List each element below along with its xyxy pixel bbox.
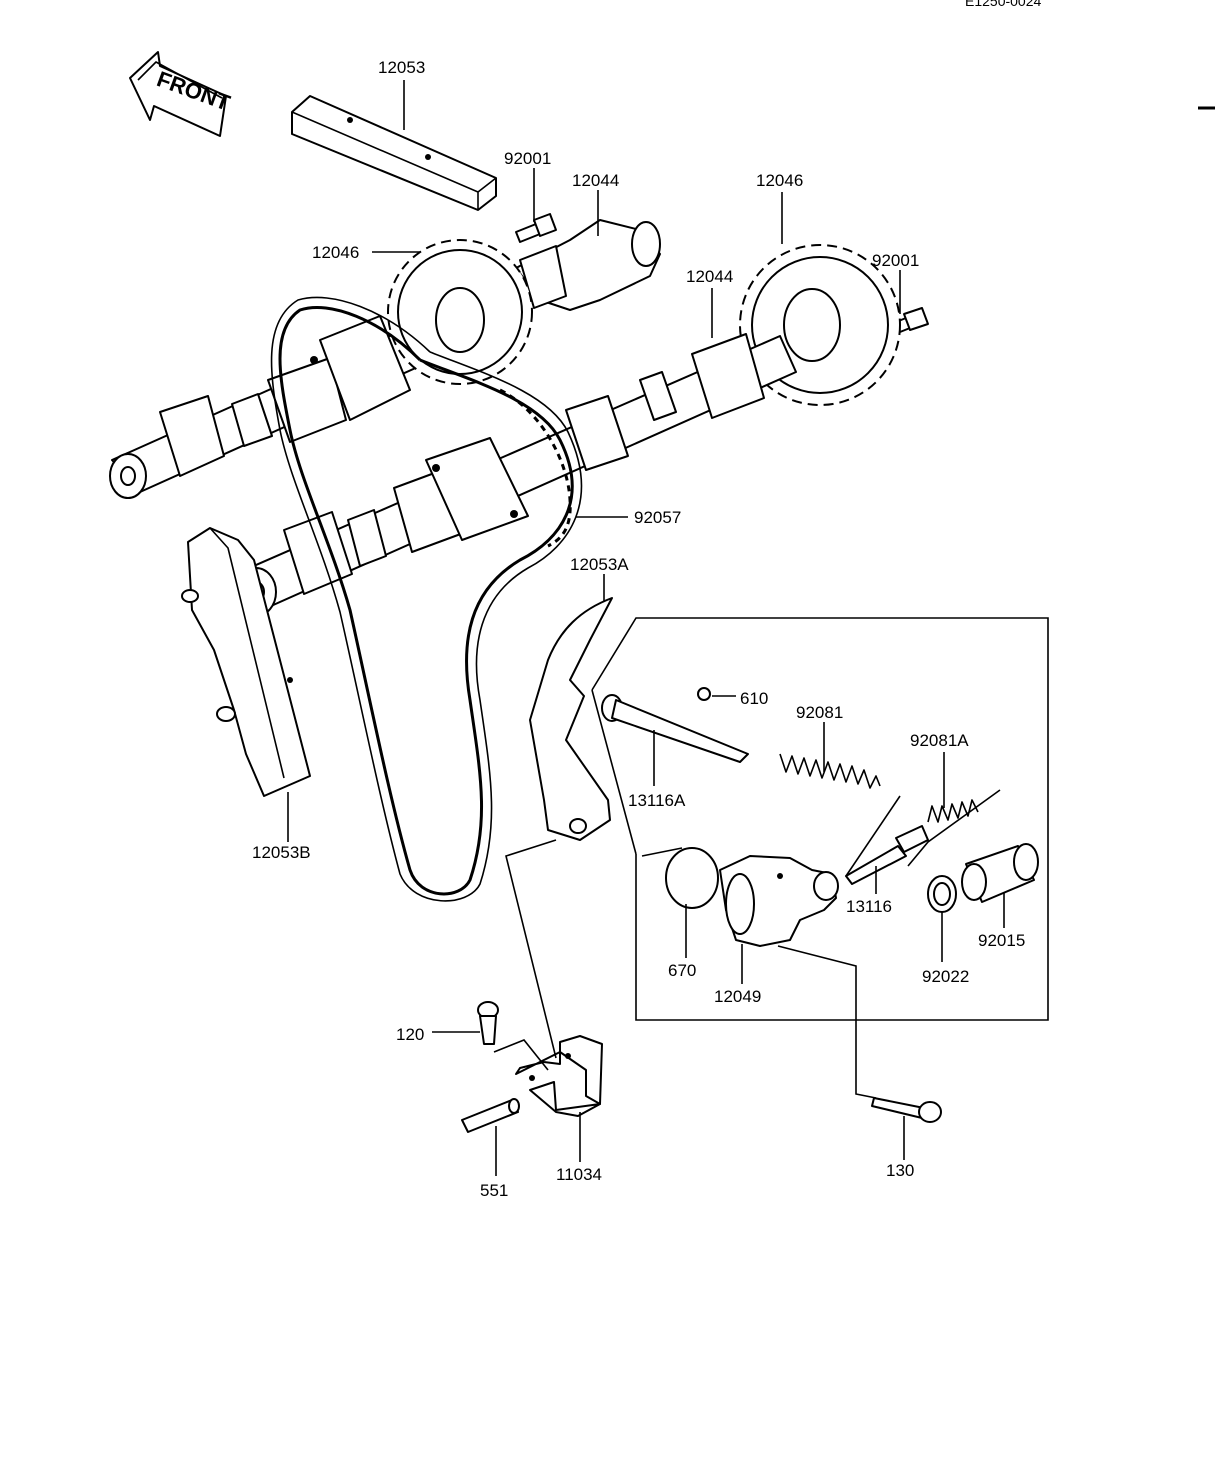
label-12046-right: 12046 (756, 171, 803, 190)
label-92081A: 92081A (910, 731, 969, 750)
leader-lines (287, 80, 1005, 1176)
label-12044-upper: 12044 (572, 171, 619, 190)
o-ring (665, 847, 719, 909)
label-92022: 92022 (922, 967, 969, 986)
label-12049: 12049 (714, 987, 761, 1006)
tensioner-assembly-outline (591, 617, 1049, 1021)
document-id: E1250-0024 (965, 0, 1042, 9)
check-ball (697, 687, 711, 701)
cam-sprocket-left (387, 239, 533, 385)
tensioner-assembly-outline-edge (591, 689, 637, 855)
washer (927, 875, 957, 913)
tensioner-body (719, 855, 839, 947)
label-92001-right: 92001 (872, 251, 919, 270)
tensioner-spring (779, 753, 881, 789)
label-92081: 92081 (796, 703, 843, 722)
label-12046-left: 12046 (312, 243, 359, 262)
front-arrow-icon: FRONT (129, 51, 234, 137)
label-11034: 11034 (556, 1165, 602, 1184)
label-130: 130 (886, 1161, 914, 1180)
tensioner-chain-guide (529, 597, 613, 841)
label-610: 610 (740, 689, 768, 708)
sprocket-bolt-left (515, 213, 557, 243)
bracket-screw (477, 1001, 499, 1045)
label-12044-lower: 12044 (686, 267, 733, 286)
label-13116A: 13116A (628, 791, 686, 810)
tensioner-mount-bolt (871, 1097, 942, 1123)
label-12053: 12053 (378, 58, 425, 77)
label-92015: 92015 (978, 931, 1025, 950)
label-12053A: 12053A (570, 555, 629, 574)
label-92001-left: 92001 (504, 149, 551, 168)
upper-chain-guide (291, 95, 497, 211)
part-labels: 12053 92001 12044 12046 12046 92001 1204… (252, 58, 1025, 1200)
intake-camshaft-lower (235, 333, 797, 617)
tensioner-cap (961, 843, 1039, 903)
label-12053B: 12053B (252, 843, 311, 862)
tensioner-plunger (845, 825, 929, 885)
label-551: 551 (480, 1181, 508, 1200)
rear-chain-guide (181, 527, 311, 797)
tensioner-small-spring (927, 799, 979, 823)
label-13116: 13116 (846, 897, 892, 916)
label-670: 670 (668, 961, 696, 980)
label-120: 120 (396, 1025, 424, 1044)
label-92057: 92057 (634, 508, 681, 527)
tensioner-pushrod (601, 694, 749, 763)
tensioner-bracket (515, 1035, 603, 1117)
dowel-pin (461, 1098, 520, 1133)
cam-chain (270, 296, 583, 902)
